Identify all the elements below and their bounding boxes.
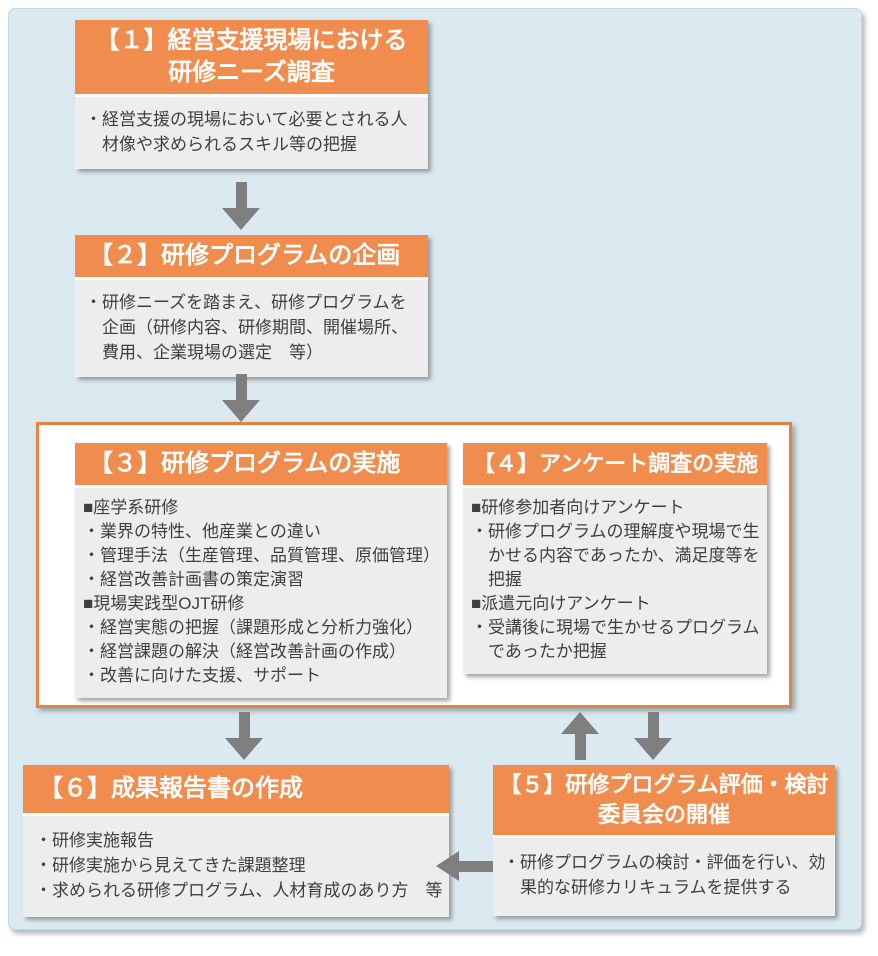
step4-title: 【４】アンケート調査の実施 xyxy=(463,443,767,485)
step6-title: 【６】成果報告書の作成 xyxy=(23,765,449,813)
arrow-shaft xyxy=(459,860,493,872)
list-item: ■現場実践型OJT研修 xyxy=(83,594,245,613)
arrow-left-icon xyxy=(436,851,459,881)
flow-arrow-down-step1-step2 xyxy=(222,182,260,230)
list-item: ・受講後に現場で生かせるプログラムであったか把握 xyxy=(471,618,760,661)
step6-body: ・研修実施報告 ・研修実施から見えてきた課題整理 ・求められる研修プログラム、人… xyxy=(23,816,449,917)
arrow-up-icon xyxy=(561,712,599,734)
step2-body: ・研修ニーズを踏まえ、研修プログラムを企画（研修内容、研修期間、開催場所、費用、… xyxy=(75,280,428,377)
flow-arrow-left-step5-step6 xyxy=(436,851,493,881)
step5-body: ・研修プログラムの検討・評価を行い、効果的な研修カリキュラムを提供する xyxy=(493,838,835,916)
arrow-shaft xyxy=(238,712,250,738)
step2-title: 【２】研修プログラムの企画 xyxy=(75,235,428,277)
list-item: ・研修実施から見えてきた課題整理 xyxy=(35,856,306,875)
list-item: ・求められる研修プログラム、人材育成のあり方 等 xyxy=(35,881,443,900)
step1-title: 【１】経営支援現場における 研修ニーズ調査 xyxy=(75,20,428,94)
step1-body: ・経営支援の現場において必要とされる人材像や求められるスキル等の把握 xyxy=(75,97,428,169)
list-item: ・経営実態の把握（課題形成と分析力強化） xyxy=(83,618,423,637)
step3-body: ■座学系研修 ・業界の特性、他産業との違い ・管理手法（生産管理、品質管理、原価… xyxy=(75,488,447,698)
arrow-down-icon xyxy=(225,738,263,760)
list-item: ■研修参加者向けアンケート xyxy=(471,498,685,517)
arrow-shaft xyxy=(647,712,659,738)
list-item: ■座学系研修 xyxy=(83,498,179,517)
list-item: ■派遣元向けアンケート xyxy=(471,594,651,613)
step5-box: 【５】研修プログラム評価・検討 委員会の開催 ・研修プログラムの検討・評価を行い… xyxy=(493,765,835,916)
flow-arrow-up-step5-group xyxy=(561,712,599,760)
flow-arrow-down-group-step6 xyxy=(225,712,263,760)
arrow-shaft xyxy=(574,734,586,760)
arrow-down-icon xyxy=(222,400,260,422)
list-item: ・研修ニーズを踏まえ、研修プログラムを企画（研修内容、研修期間、開催場所、費用、… xyxy=(85,293,408,362)
list-item: ・研修実施報告 xyxy=(35,831,154,850)
list-item: ・研修プログラムの理解度や現場で生かせる内容であったか、満足度等を把握 xyxy=(471,522,760,589)
list-item: ・経営課題の解決（経営改善計画の作成） xyxy=(83,642,406,661)
step4-box: 【４】アンケート調査の実施 ■研修参加者向けアンケート ・研修プログラムの理解度… xyxy=(463,443,767,674)
step5-title: 【５】研修プログラム評価・検討 委員会の開催 xyxy=(493,765,835,835)
step1-title-line2: 研修ニーズ調査 xyxy=(168,59,335,86)
step6-box: 【６】成果報告書の作成 ・研修実施報告 ・研修実施から見えてきた課題整理 ・求め… xyxy=(23,765,449,917)
step3-title: 【３】研修プログラムの実施 xyxy=(75,443,447,485)
list-item: ・経営改善計画書の策定演習 xyxy=(83,570,304,589)
step5-title-line2: 委員会の開催 xyxy=(597,802,730,827)
arrow-shaft xyxy=(235,182,247,208)
flow-arrow-down-group-step5 xyxy=(634,712,672,760)
list-item: ・管理手法（生産管理、品質管理、原価管理） xyxy=(83,546,440,565)
step4-body: ■研修参加者向けアンケート ・研修プログラムの理解度や現場で生かせる内容であった… xyxy=(463,488,767,674)
flow-arrow-down-step2-group xyxy=(222,374,260,422)
step1-title-line1: 【１】経営支援現場における xyxy=(95,27,408,54)
list-item: ・改善に向けた支援、サポート xyxy=(83,666,321,685)
step1-box: 【１】経営支援現場における 研修ニーズ調査 ・経営支援の現場において必要とされる… xyxy=(75,20,428,169)
arrow-shaft xyxy=(235,374,247,400)
list-item: ・研修プログラムの検討・評価を行い、効果的な研修カリキュラムを提供する xyxy=(503,853,826,897)
step3-box: 【３】研修プログラムの実施 ■座学系研修 ・業界の特性、他産業との違い ・管理手… xyxy=(75,443,447,698)
arrow-down-icon xyxy=(634,738,672,760)
list-item: ・業界の特性、他産業との違い xyxy=(83,522,321,541)
list-item: ・経営支援の現場において必要とされる人材像や求められるスキル等の把握 xyxy=(85,110,408,154)
arrow-down-icon xyxy=(222,208,260,230)
step2-box: 【２】研修プログラムの企画 ・研修ニーズを踏まえ、研修プログラムを企画（研修内容… xyxy=(75,235,428,377)
step5-title-line1: 【５】研修プログラム評価・検討 xyxy=(499,772,829,797)
